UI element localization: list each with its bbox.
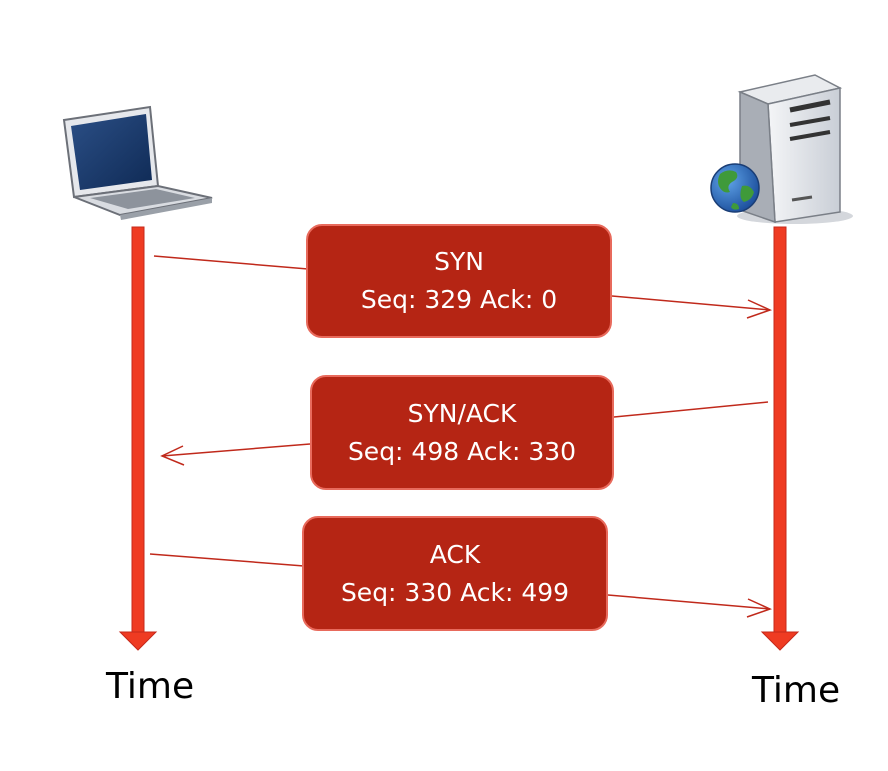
ack-arrow (149, 553, 773, 618)
ack-detail: Seq: 330 Ack: 499 (340, 577, 570, 607)
ack-message-box: ACK Seq: 330 Ack: 499 (302, 516, 608, 631)
syn-ack-detail: Seq: 498 Ack: 330 (347, 436, 577, 466)
syn-title: SYN (434, 247, 484, 276)
syn-ack-title: SYN/ACK (407, 398, 517, 428)
syn-ack-arrow (160, 401, 769, 466)
syn-ack-message-box: SYN/ACK Seq: 498 Ack: 330 (310, 375, 614, 490)
syn-message-box: SYN Seq: 329 Ack: 0 (306, 224, 612, 338)
client-timeline (118, 226, 158, 651)
syn-detail: Seq: 329 Ack: 0 (360, 285, 558, 314)
ack-title: ACK (429, 539, 481, 569)
server-time-label: Time (752, 670, 841, 711)
server-timeline (760, 226, 800, 651)
server-globe-icon (710, 74, 853, 224)
client-time-label: Time (106, 666, 195, 707)
laptop-icon (62, 105, 213, 220)
syn-arrow (153, 255, 773, 319)
